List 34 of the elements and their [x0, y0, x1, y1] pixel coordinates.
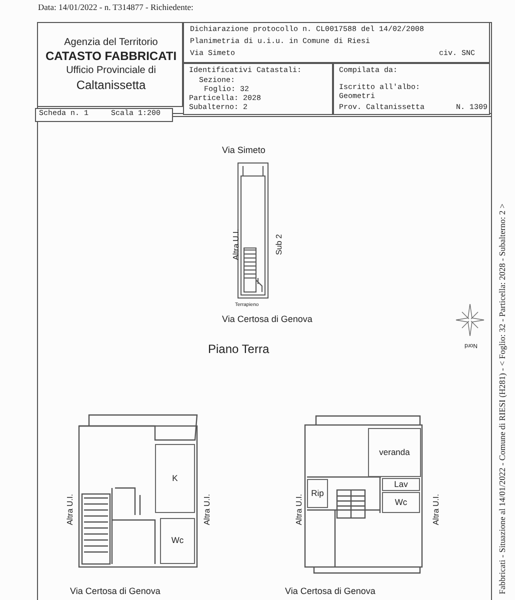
room: [382, 478, 420, 491]
subunit-label: Sub 2: [274, 233, 284, 258]
room-label: K: [172, 474, 178, 484]
header-info-panel: [183, 22, 490, 63]
room-label: Rip: [311, 488, 324, 498]
room-label: Lav: [394, 480, 408, 490]
header-info-panel: [35, 108, 173, 122]
office-text: Caltanissetta: [75, 79, 147, 93]
floor-title: Piano Terra: [208, 343, 270, 357]
room: [160, 518, 195, 564]
adjacent-unit-label: Altra U.I.: [431, 493, 441, 528]
street-label: Via Certosa di Genova: [222, 314, 312, 324]
header-info-panel: [183, 63, 333, 115]
room: [307, 479, 328, 508]
room: [368, 428, 421, 477]
adjacent-unit-label: Altra U.I.: [202, 493, 212, 528]
margin-note: Fabbricati - Situazione al 14/01/2022 - Comune di RIESI (H281) - < Foglio: 32 - Particella: 2028 - Subalterno: 2 >: [498, 202, 508, 596]
room: [155, 444, 195, 513]
room: [382, 492, 420, 513]
header-info-panel: [333, 63, 490, 115]
header-date-text: Data: 14/01/2022 - n. T314877 - Richiedente:: [38, 3, 194, 13]
office-text: Ufficio Provinciale di: [65, 65, 157, 76]
office-text: CATASTO FABBRICATI: [44, 50, 178, 64]
street-label: Via Certosa di Genova: [285, 586, 376, 596]
header-office-panel: [37, 22, 183, 107]
adjacent-unit-label: Altra U.I.: [294, 493, 304, 528]
adjacent-unit-label: Altra U.I.: [231, 228, 241, 262]
office-text: Agenzia del Territorio: [63, 37, 159, 48]
room-label: Wc: [394, 498, 408, 508]
street-label: Via Simeto: [222, 145, 266, 156]
adjacent-unit-label: Altra U.I.: [65, 493, 75, 528]
room-label: Wc: [171, 536, 184, 546]
street-label: Via Certosa di Genova: [70, 586, 160, 596]
room-label: veranda: [379, 448, 410, 458]
